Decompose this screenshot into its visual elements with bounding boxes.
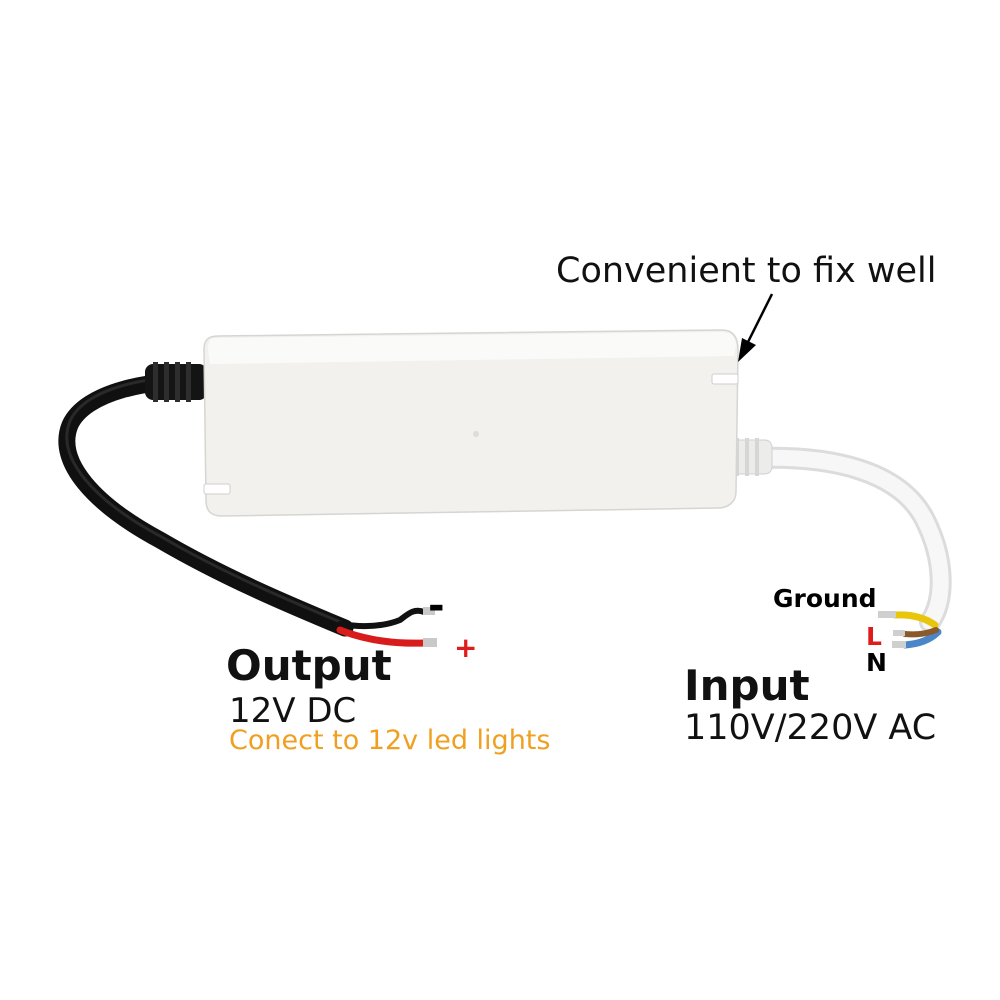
output-strain-relief bbox=[145, 362, 207, 402]
positive-sign: + bbox=[454, 631, 478, 664]
neutral-label: N bbox=[866, 648, 887, 677]
input-wires bbox=[878, 611, 942, 649]
output-voltage: 12V DC bbox=[229, 691, 357, 731]
output-note: Conect to 12v led lights bbox=[229, 725, 551, 756]
driver-housing bbox=[203, 329, 739, 517]
output-title: Output bbox=[226, 641, 392, 690]
input-title: Input bbox=[684, 661, 810, 710]
pointer-arrow bbox=[738, 293, 774, 362]
input-voltage: 110V/220V AC bbox=[684, 708, 937, 748]
negative-sign: - bbox=[428, 583, 445, 629]
live-label: L bbox=[866, 622, 882, 651]
mount-note: Convenient to fix well bbox=[556, 251, 937, 291]
ground-label: Ground bbox=[773, 584, 877, 613]
mounting-slot bbox=[711, 373, 739, 385]
input-cable bbox=[749, 446, 952, 633]
output-cable bbox=[58, 372, 354, 637]
output-wires bbox=[336, 607, 437, 647]
